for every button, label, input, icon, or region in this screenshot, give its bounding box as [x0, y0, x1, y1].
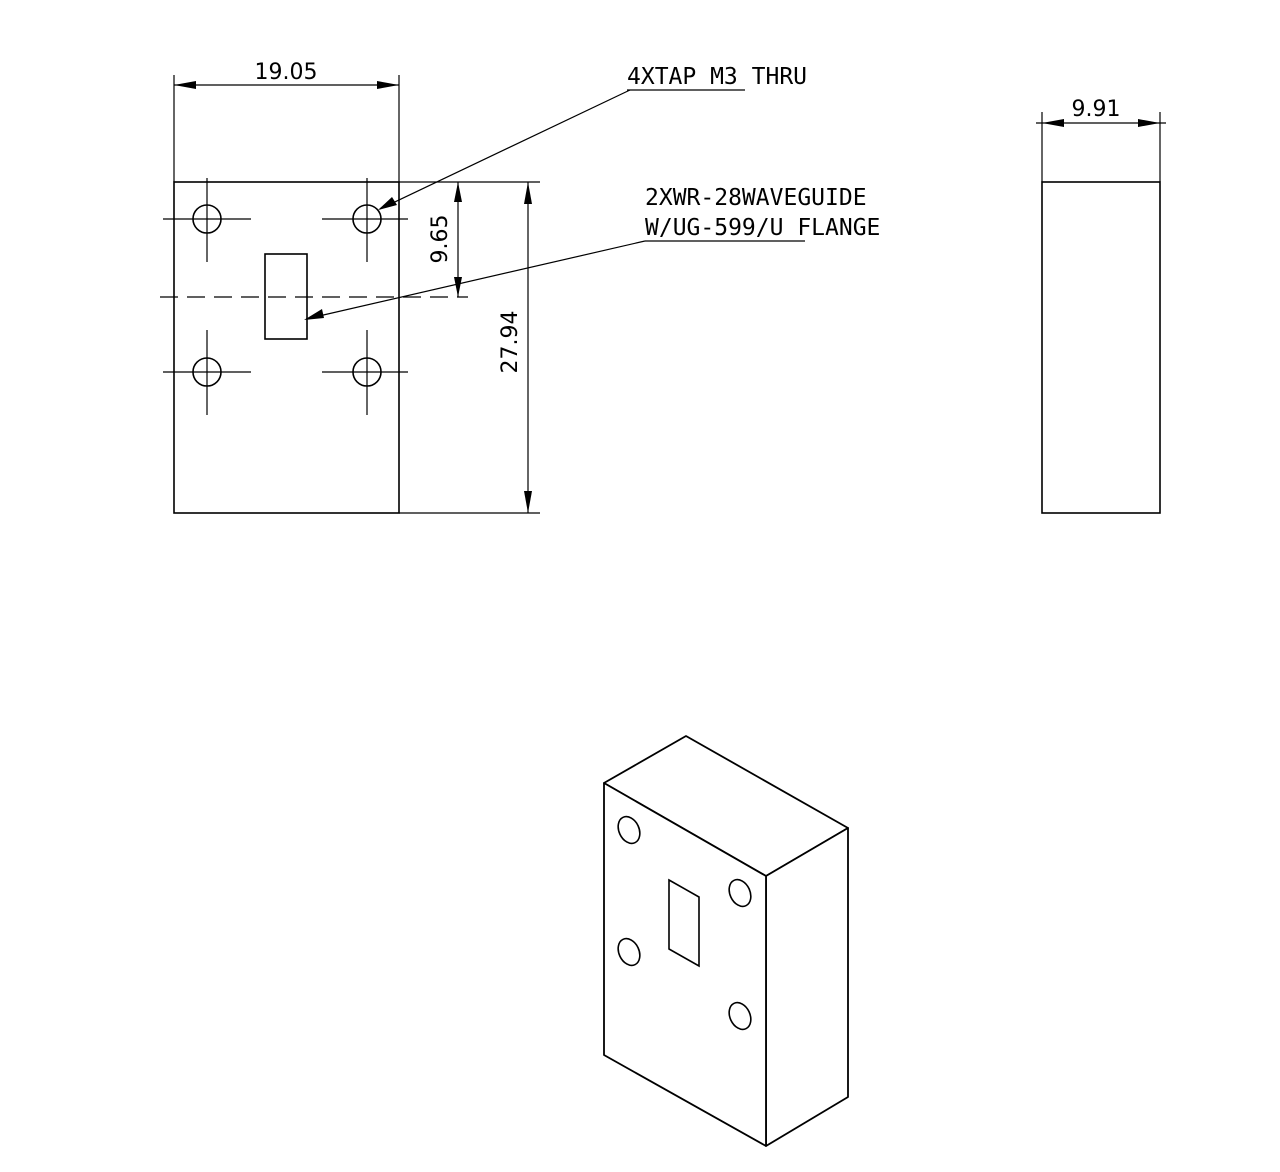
- dimension-height-label: 27.94: [498, 311, 523, 374]
- dimension-offset-label: 9.65: [428, 215, 453, 264]
- dimension-offset: 9.65: [399, 181, 540, 297]
- iso-front-face: [603, 782, 767, 1147]
- iso-hole-top-left: [617, 815, 641, 845]
- isometric-view: [603, 735, 849, 1147]
- leader-waveguide: 2XWR-28WAVEGUIDE W/UG-599/U FLANGE: [304, 185, 880, 320]
- iso-right-face: [765, 827, 849, 1147]
- note-waveguide-line1: 2XWR-28WAVEGUIDE: [645, 185, 867, 211]
- dimension-width-label: 19.05: [255, 60, 318, 85]
- hole-top-right: [322, 178, 408, 262]
- iso-waveguide-aperture: [668, 878, 700, 968]
- iso-hole-bottom-left: [617, 937, 641, 967]
- note-waveguide-line2: W/UG-599/U FLANGE: [645, 215, 880, 241]
- front-view-outline: [173, 181, 400, 514]
- side-view-outline: [1041, 181, 1161, 514]
- dimension-thickness-label: 9.91: [1072, 97, 1121, 122]
- note-holes: 4XTAP M3 THRU: [627, 64, 807, 90]
- side-view: 9.91: [1036, 97, 1166, 514]
- hole-bottom-right: [322, 330, 408, 415]
- front-view: [160, 178, 468, 514]
- iso-hole-bottom-right: [728, 1001, 752, 1031]
- hole-bottom-left: [163, 330, 251, 415]
- dimension-height: 27.94: [399, 182, 540, 514]
- hole-top-left: [163, 178, 251, 262]
- leader-holes: 4XTAP M3 THRU: [378, 64, 807, 210]
- iso-hole-top-right: [728, 878, 752, 908]
- dimension-width: 19.05: [173, 60, 400, 182]
